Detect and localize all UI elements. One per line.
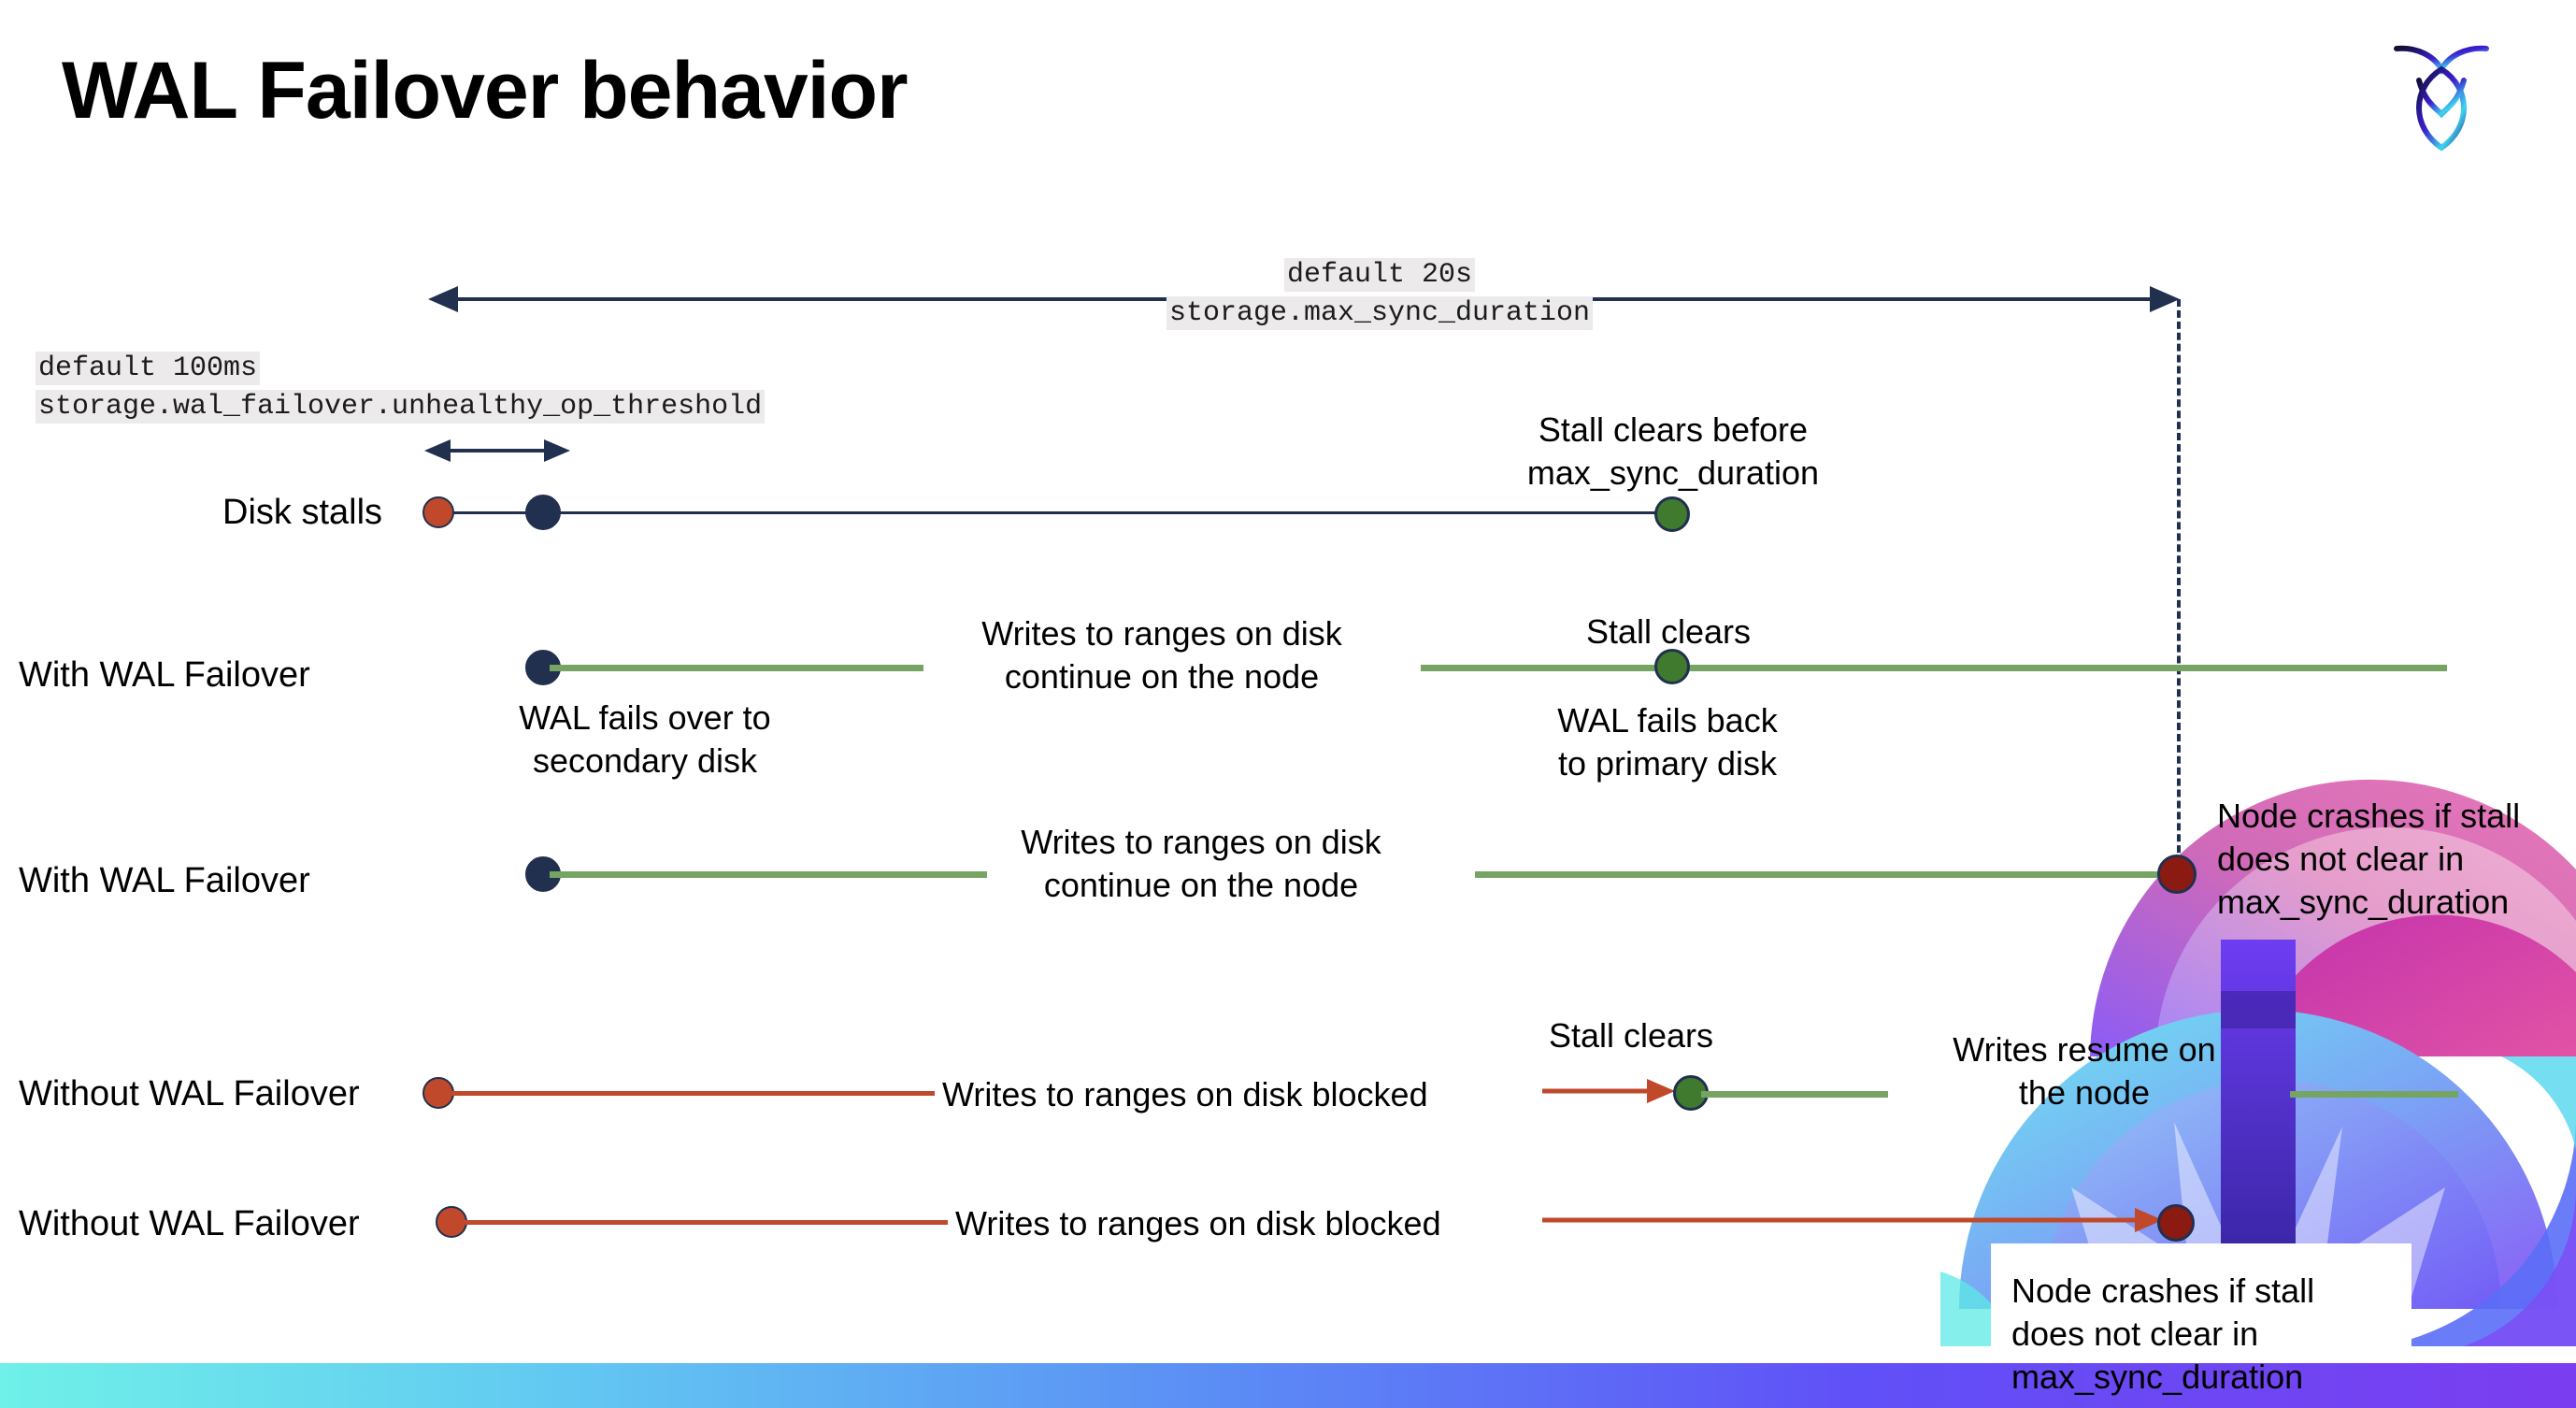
note-line: continue on the node [1043,866,1359,905]
disk-stall-clear-dot [1654,496,1690,532]
note-writes-blocked-1: Writes to ranges on disk blocked [942,1075,1428,1113]
max-sync-setting: storage.max_sync_duration [1166,295,1594,330]
note-line: max_sync_duration [1526,453,1820,493]
note-line: Writes resume on [1953,1030,2216,1069]
note-line: Stall clears before [1538,410,1809,449]
note-line: secondary disk [532,741,758,781]
annotation-unhealthy-op-threshold: default 100ms storage.wal_failover.unhea… [36,350,858,425]
max-sync-duration-dashed-guide [2177,299,2181,875]
wal-failover-trigger-dot [525,495,561,530]
blocked-start-dot-1 [422,1077,454,1109]
note-line: continue on the node [1004,657,1320,697]
note-stall-clears-1: Stall clears [1585,612,1752,651]
note-line: WAL fails over to [519,698,771,737]
note-line: max_sync_duration [2217,883,2510,922]
disk-stall-start-dot [422,496,454,528]
row-label-with-wal-failover-2: With WAL Failover [19,861,310,900]
caption-backdrop [1991,1243,2411,1365]
note-node-crashes-2: Node crashes if stall does not clear in … [2011,1270,2404,1399]
note-line: Node crashes if stall [2217,797,2521,835]
note-writes-resume: Writes resume on the node [1925,1028,2243,1114]
note-stall-clears-2: Stall clears [1548,1016,1714,1055]
writes-resume-segment-2 [2290,1091,2458,1098]
note-writes-continue-1: Writes to ranges on disk continue on the… [942,612,1381,698]
blocked-arrow-1 [1542,1079,1675,1103]
note-writes-continue-2: Writes to ranges on disk continue on the… [981,821,1421,907]
node-crash-dot-2 [2157,1204,2195,1242]
stall-clears-dot-1 [1654,649,1690,684]
wal-failover-start-dot-1 [525,650,561,685]
note-line: Writes to ranges on disk [981,614,1342,653]
row-label-without-wal-failover-2: Without WAL Failover [19,1204,360,1243]
row-label-with-wal-failover-1: With WAL Failover [19,655,310,695]
row-label-disk-stalls: Disk stalls [222,493,383,532]
note-line: Node crashes if stall [2011,1272,2315,1310]
note-line: does not clear in [2217,840,2465,879]
row-label-without-wal-failover-1: Without WAL Failover [19,1074,360,1113]
note-line: Writes to ranges on disk [1021,823,1381,861]
note-stall-clears-before: Stall clears before max_sync_duration [1477,409,1869,495]
max-sync-default: default 20s [1283,258,1476,292]
note-line: max_sync_duration [2011,1358,2304,1397]
annotation-max-sync-duration: default 20s storage.max_sync_duration [1137,256,1623,332]
disk-stalls-timeline [439,511,1673,514]
cockroachdb-logo-icon [2385,28,2497,159]
page-title: WAL Failover behavior [62,46,909,136]
wal-failover-segment-1a [550,665,923,671]
note-line: WAL fails back [1557,701,1778,740]
wal-failover-segment-1b [1421,665,2447,671]
note-wal-fails-back: WAL fails back to primary disk [1490,699,1845,785]
note-wal-fails-over: WAL fails over to secondary disk [449,697,841,783]
note-writes-blocked-2: Writes to ranges on disk blocked [955,1204,1441,1243]
unhealthy-setting: storage.wal_failover.unhealthy_op_thresh… [36,389,766,424]
note-node-crashes-1: Node crashes if stall does not clear in … [2217,795,2576,924]
bottom-gradient-bar [0,1363,2576,1408]
note-line: to primary disk [1557,744,1778,783]
unhealthy-threshold-span-arrow [424,439,570,462]
wal-failover-segment-2a [550,871,987,878]
wal-failover-segment-2b [1475,871,2174,878]
blocked-arrow-2 [1542,1208,2163,1232]
note-line: the node [2018,1073,2151,1113]
writes-resume-segment-1 [1701,1091,1888,1098]
note-line: does not clear in [2011,1315,2259,1354]
blocked-segment-1a [439,1091,935,1096]
node-crash-dot-1 [2157,855,2197,894]
blocked-segment-2a [452,1220,948,1225]
unhealthy-default: default 100ms [36,352,261,385]
